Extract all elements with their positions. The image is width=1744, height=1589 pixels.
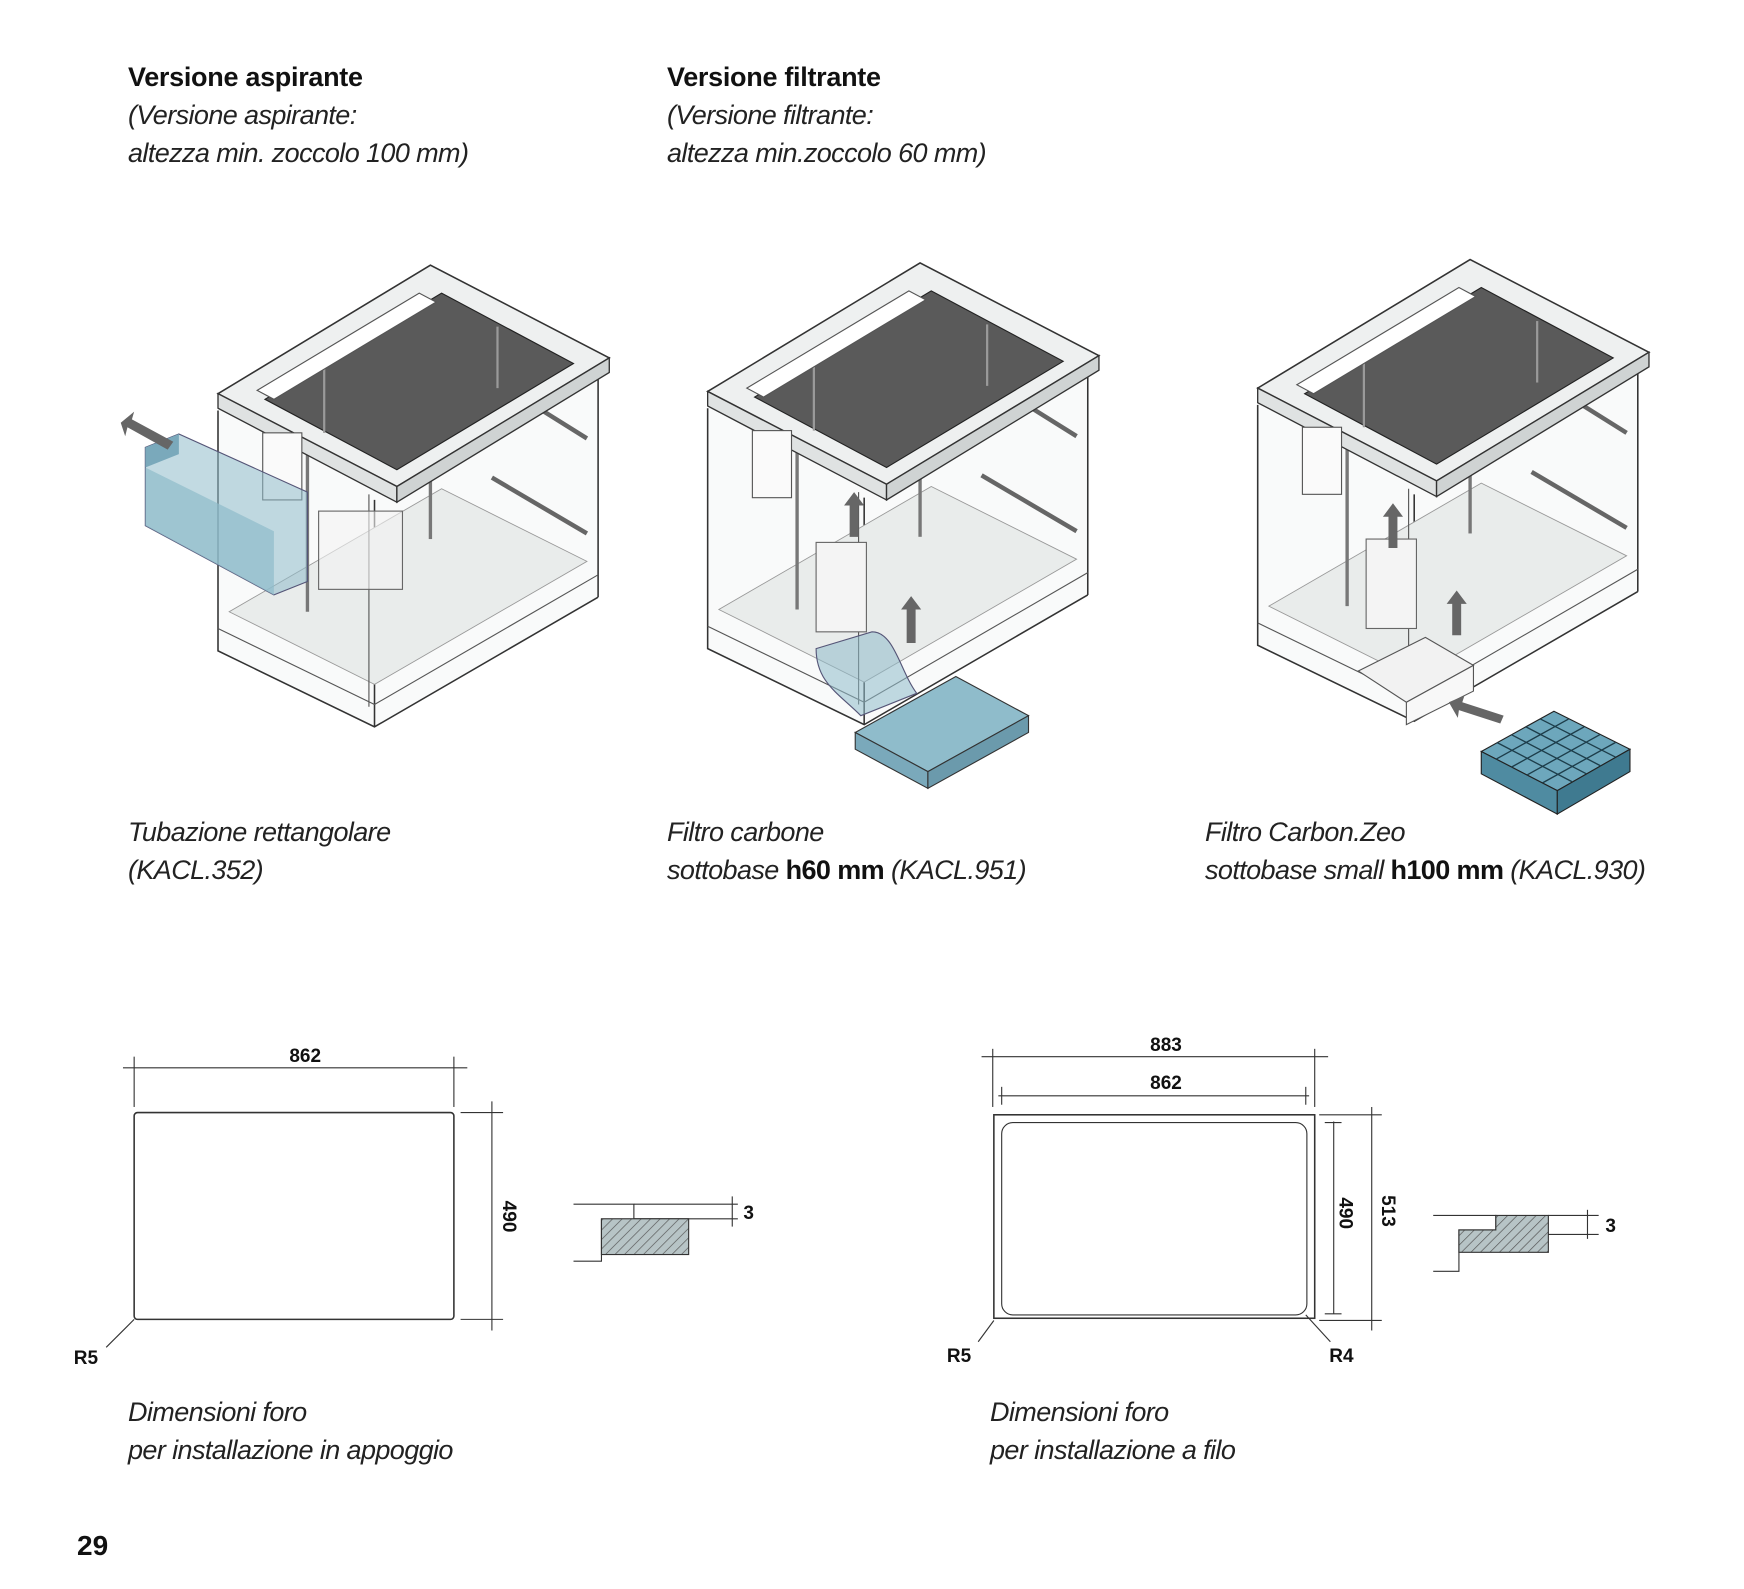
subtitle-line: altezza min. zoccolo 100 mm) (128, 138, 469, 168)
arrow-up-icon (1446, 590, 1467, 636)
subtitle-line: (Versione aspirante: (128, 100, 357, 130)
dim-width: 862 (1150, 1073, 1182, 1094)
caption-bold: h60 mm (785, 855, 885, 885)
dim-outer-width: 883 (1150, 1035, 1182, 1056)
caption-line: Dimensioni foro (990, 1397, 1169, 1427)
rectangular-duct (144, 433, 308, 596)
small-base (1357, 636, 1475, 726)
heading-filtrante: Versione filtrante (667, 62, 881, 92)
cabinet-filtrante-illustration (708, 263, 1099, 725)
arrow-up-icon (844, 492, 865, 537)
caption-text: (KACL.930) (1503, 855, 1646, 885)
dim-outer-height: 513 (1377, 1195, 1398, 1227)
page-number: 29 (77, 1530, 109, 1561)
dim-radius-outer: R5 (947, 1346, 972, 1367)
caption-cutout-filo: Dimensioni foro per installazione a filo (990, 1393, 1236, 1469)
arrow-icon (120, 411, 174, 450)
caption-line: Filtro carbone (667, 817, 824, 847)
caption-text: sottobase (667, 855, 786, 885)
cutout-filo-drawing (977, 1048, 1599, 1343)
caption-carbon-filter: Filtro carbone sottobase h60 mm (KACL.95… (667, 813, 1027, 889)
dim-height: 490 (1334, 1197, 1355, 1229)
dim-radius-inner: R4 (1329, 1346, 1354, 1367)
cabinet-aspirante-illustration (218, 265, 609, 727)
subtitle-filtrante: (Versione filtrante: altezza min.zoccolo… (667, 96, 987, 172)
caption-duct: Tubazione rettangolare (KACL.352) (128, 813, 391, 889)
caption-line: per installazione a filo (990, 1435, 1236, 1465)
subtitle-aspirante: (Versione aspirante: altezza min. zoccol… (128, 96, 469, 172)
caption-line: Filtro Carbon.Zeo (1205, 817, 1405, 847)
cabinet-carbonzeo-illustration (1258, 260, 1649, 722)
caption-cutout-appoggio: Dimensioni foro per installazione in app… (128, 1393, 453, 1469)
dim-depth: 3 (1605, 1216, 1616, 1237)
caption-bold: h100 mm (1390, 855, 1504, 885)
caption-line: (KACL.352) (128, 855, 264, 885)
caption-text: (KACL.951) (884, 855, 1027, 885)
carbon-filter-base (815, 631, 1030, 790)
arrow-up-icon (1382, 503, 1404, 548)
dim-radius: R5 (74, 1348, 99, 1369)
dim-height: 490 (498, 1201, 519, 1233)
arrow-left-icon (1448, 695, 1504, 724)
cutout-appoggio-drawing (105, 1056, 738, 1348)
caption-text: sottobase small (1205, 855, 1391, 885)
heading-aspirante: Versione aspirante (128, 62, 363, 92)
caption-line: sottobase small h100 mm (KACL.930) (1205, 851, 1646, 889)
dim-depth: 3 (743, 1203, 754, 1224)
caption-line: per installazione in appoggio (128, 1435, 453, 1465)
subtitle-line: altezza min.zoccolo 60 mm) (667, 138, 987, 168)
dim-width: 862 (289, 1046, 321, 1067)
carbonzeo-filter (1480, 710, 1632, 816)
caption-line: sottobase h60 mm (KACL.951) (667, 851, 1027, 889)
caption-line: Tubazione rettangolare (128, 817, 391, 847)
caption-line: Dimensioni foro (128, 1397, 307, 1427)
caption-carbonzeo: Filtro Carbon.Zeo sottobase small h100 m… (1205, 813, 1646, 889)
subtitle-line: (Versione filtrante: (667, 100, 874, 130)
arrow-up-icon (901, 596, 922, 644)
